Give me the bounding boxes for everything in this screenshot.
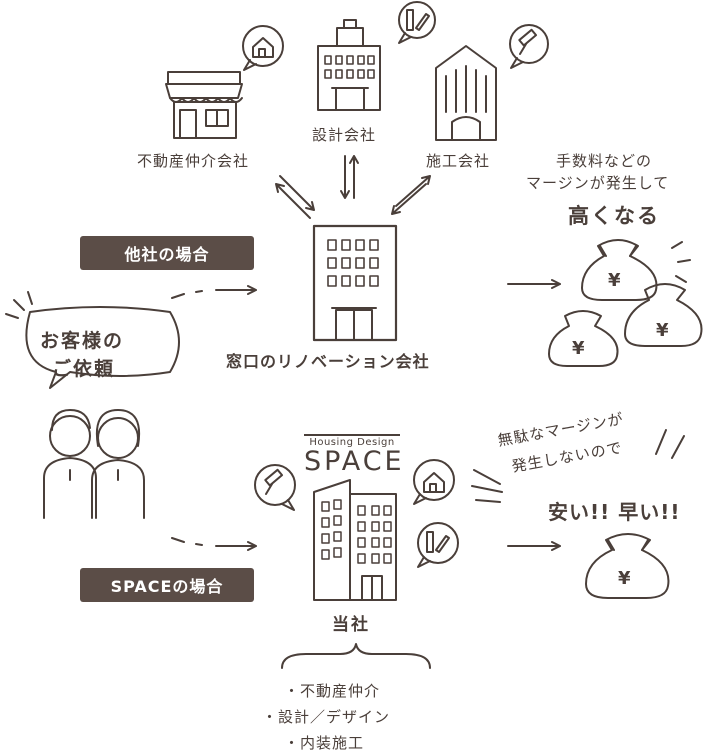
customers-icon xyxy=(43,409,145,519)
company-arrows xyxy=(275,155,431,219)
window-company-label: 窓口のリノベーション会社 xyxy=(226,352,430,371)
own-company-label: 当社 xyxy=(332,615,370,635)
arrow-to-other xyxy=(171,285,257,299)
space-logo-big: SPACE xyxy=(304,446,405,477)
emphasis-marks xyxy=(5,291,33,319)
space-roller-bubble-icon xyxy=(254,464,296,511)
design-office-icon xyxy=(317,19,381,111)
paint-roller-bubble-icon xyxy=(509,24,549,69)
customer-request-line2: ご依頼 xyxy=(52,358,116,380)
space-logo-small: Housing Design xyxy=(309,437,395,448)
label-realestate-company: 不動産仲介会社 xyxy=(137,152,250,170)
arrow-to-result xyxy=(507,541,561,551)
yen-icon: ¥ xyxy=(656,320,669,341)
fee-result: 高くなる xyxy=(568,204,660,228)
yen-icon: ¥ xyxy=(618,568,631,589)
fee-line1: 手数料などの xyxy=(556,152,653,170)
reform-company-building-icon xyxy=(312,224,398,342)
customer-request-line1: お客様の xyxy=(40,330,125,352)
money-bags-icon xyxy=(548,239,703,367)
house-bubble-icon xyxy=(242,25,284,71)
arrow-to-fees xyxy=(507,279,561,289)
space-case-tag: SPACEの場合 xyxy=(80,568,254,602)
fee-line2: マージンが発生して xyxy=(526,174,670,192)
space-house-bubble-icon xyxy=(413,459,455,505)
service-item: ・設計／デザイン xyxy=(262,708,391,726)
services-brace xyxy=(281,643,431,669)
construction-company-icon xyxy=(435,45,497,141)
emphasis-lines xyxy=(471,429,685,503)
space-building-icon xyxy=(313,479,397,601)
other-case-tag: 他社の場合 xyxy=(80,236,254,270)
yen-icon: ¥ xyxy=(572,338,585,359)
cheap-fast-result: 安い!! 早い!! xyxy=(548,500,681,524)
ruler-pencil-bubble-icon xyxy=(398,1,436,44)
yen-icon: ¥ xyxy=(608,270,621,291)
customer-bubble xyxy=(25,306,180,389)
space-logo: Housing Design SPACE xyxy=(304,434,405,477)
arrow-to-space xyxy=(171,537,257,551)
service-item: ・不動産仲介 xyxy=(284,682,381,700)
real-estate-shop-icon xyxy=(165,71,243,139)
label-design-company: 設計会社 xyxy=(312,126,377,144)
label-construction-company: 施工会社 xyxy=(426,152,491,170)
money-bag-icon xyxy=(585,533,670,599)
service-item: ・内装施工 xyxy=(284,734,365,752)
space-ruler-bubble-icon xyxy=(417,522,459,568)
